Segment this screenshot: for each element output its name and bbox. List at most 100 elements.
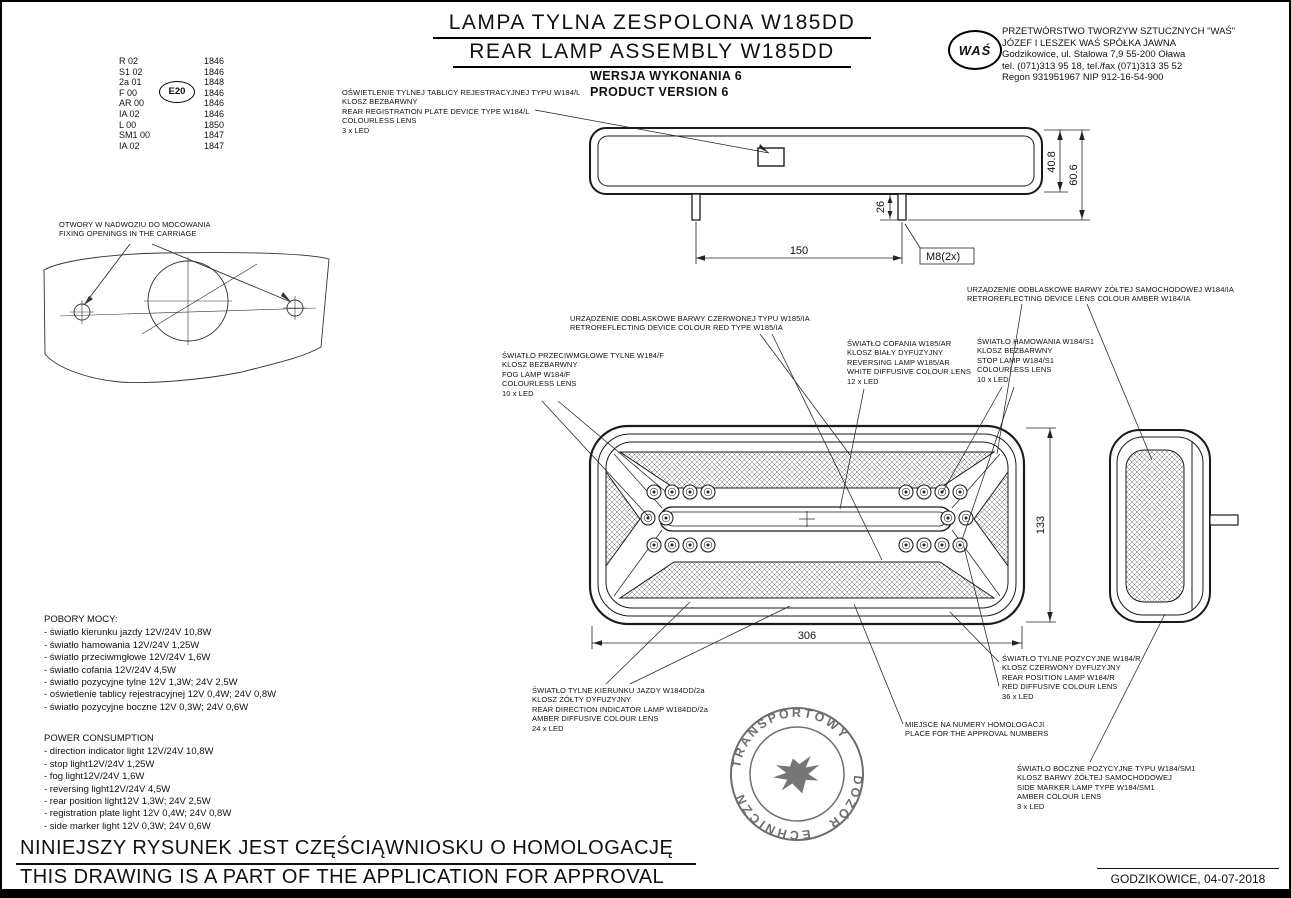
text-line: 10 x LED — [502, 388, 534, 398]
text-line: AR 00 — [119, 98, 145, 109]
text-line: URZĄDZENIE ODBLASKOWE BARWY CZERWONEJ TY… — [570, 314, 810, 323]
text-line: KLOSZ BARWY ŻÓŁTEJ SAMOCHODOWEJ — [1017, 773, 1172, 783]
version-block: WERSJA WYKONANIA 6 PRODUCT VERSION 6 — [590, 69, 742, 100]
text-line: ŚWIATŁO BOCZNE POZYCYJNE TYPU W184/SM1 — [1017, 764, 1196, 773]
text-line: STOP LAMP W184/S1 — [977, 355, 1055, 365]
text-line: F 00 — [119, 87, 138, 98]
text-line: 1847 — [204, 140, 225, 151]
side-reflector — [1125, 449, 1185, 603]
text-line: ŚWIATŁO PRZECIWMGŁOWE TYLNE W184/F — [502, 351, 664, 360]
text-line: - registration plate light 12V 0,4W; 24V… — [44, 808, 232, 820]
text-line: RED DIFFUSIVE COLOUR LENS — [1002, 682, 1118, 692]
text-line: KLOSZ BIAŁY DYFUZYJNY — [847, 348, 944, 358]
text-line: JÓZEF I LESZEK WAŚ SPÓŁKA JAWNA — [1002, 37, 1177, 49]
top-view — [589, 127, 1043, 221]
top-reflector-band — [618, 451, 996, 489]
text-line: 1850 — [204, 119, 225, 130]
power-header-en: POWER CONSUMPTION — [44, 733, 154, 744]
text-line: OTWORY W NADWOZIU DO MOCOWANIA — [59, 220, 211, 229]
text-line: 24 x LED — [532, 723, 564, 733]
text-line: REVERSING LAMP W185/AR — [847, 357, 950, 367]
text-line: - side marker light 12V 0,3W; 24V 0,6W — [44, 820, 211, 832]
text-line: R 02 — [119, 56, 139, 66]
front-view — [588, 424, 1026, 626]
company-logo: WAŚ — [948, 30, 1002, 70]
leader-lines — [534, 109, 1166, 763]
title-block: LAMPA TYLNA ZESPOLONA W185DD REAR LAMP A… — [332, 10, 972, 68]
text-line: ŚWIATŁO HAMOWANIA W184/S1 — [977, 337, 1095, 346]
text-line: KLOSZ ŻÓŁTY DYFUZYJNY — [532, 695, 632, 705]
dim-stud-length: 26 — [875, 201, 887, 213]
text-line: ŚWIATŁO COFANIA W185/AR — [847, 339, 952, 348]
text-line: MIEJSCE NA NUMERY HOMOLOGACJI — [905, 720, 1045, 729]
text-line: Godzikowice, ul. Stalowa 7,9 55-200 Oław… — [1002, 49, 1186, 61]
stamp-word-2: DOZÓR — [815, 771, 877, 833]
text-line: - direction indicator light 12V/24V 10,8… — [44, 746, 214, 758]
text-line: FIXING OPENINGS IN THE CARRIAGE — [59, 229, 197, 239]
text-line: PLACE FOR THE APPROVAL NUMBERS — [905, 729, 1049, 739]
dim-depth: 40.8 — [1046, 151, 1058, 172]
dim-thread: M8(2x) — [926, 251, 960, 263]
text-line: URZĄDZENIE ODBLASKOWE BARWY ŻÓŁTEJ SAMOC… — [967, 285, 1234, 294]
text-line: ŚWIATŁO TYLNE POZYCYJNE W184/R — [1002, 654, 1141, 663]
left-led-cluster — [640, 484, 716, 553]
text-line: RETROREFLECTING DEVICE COLOUR RED TYPE W… — [570, 323, 783, 333]
power-consumption-pl: POBORY MOCY: - światło kierunku jazdy 12… — [44, 614, 276, 714]
e-mark-badge: E20 — [159, 81, 195, 103]
text-line: - światło kierunku jazdy 12V/24V 10,8W — [44, 627, 212, 639]
label-retroreflector-amber: URZĄDZENIE ODBLASKOWE BARWY ŻÓŁTEJ SAMOC… — [967, 285, 1234, 304]
page-title-en: REAR LAMP ASSEMBLY W185DD — [453, 39, 851, 68]
right-end-reflector — [973, 470, 1009, 568]
text-line: 10 x LED — [977, 374, 1009, 384]
text-line: 1846 — [204, 87, 225, 98]
text-line: COLOURLESS LENS — [977, 365, 1052, 375]
text-line: - światło przeciwmgłowe 12V/24V 1,6W — [44, 652, 211, 664]
text-line: - światło cofania 12V/24V 4,5W — [44, 664, 177, 676]
side-stud — [1209, 514, 1239, 526]
power-items-en: - direction indicator light 12V/24V 10,8… — [44, 746, 231, 833]
text-line: REAR POSITION LAMP W184/R — [1002, 672, 1115, 682]
text-line: 3 x LED — [342, 125, 370, 135]
label-retroreflector-red: URZĄDZENIE ODBLASKOWE BARWY CZERWONEJ TY… — [570, 314, 810, 333]
text-line: REAR REGISTRATION PLATE DEVICE TYPE W184… — [342, 106, 530, 116]
place-and-date: GODZIKOWICE, 04-07-2018 — [1097, 868, 1279, 886]
text-line: - stop light12V/24V 1,25W — [44, 758, 155, 770]
page-title-pl: LAMPA TYLNA ZESPOLONA W185DD — [432, 10, 872, 39]
text-line: AMBER DIFFUSIVE COLOUR LENS — [532, 714, 659, 724]
bottom-reflector-band — [618, 561, 996, 599]
text-line: 3 x LED — [1017, 801, 1045, 811]
text-line: 1846 — [204, 108, 225, 119]
text-line: OŚWIETLENIE TYLNEJ TABLICY REJESTRACYJNE… — [342, 88, 581, 97]
company-info: PRZETWÓRSTWO TWORZYW SZTUCZNYCH "WAŚ"JÓZ… — [1002, 26, 1287, 84]
text-line: - światło hamowania 12V/24V 1,25W — [44, 639, 200, 651]
approval-statement: NINIEJSZY RYSUNEK JEST CZĘŚCIĄWNIOSKU O … — [16, 836, 696, 894]
version-pl: WERSJA WYKONANIA 6 — [590, 69, 743, 83]
svg-text:DOZÓR: DOZÓR — [815, 771, 877, 833]
text-line: - fog light12V/24V 1,6W — [44, 771, 145, 783]
text-line: 1848 — [204, 77, 225, 88]
label-registration-plate: OŚWIETLENIE TYLNEJ TABLICY REJESTRACYJNE… — [342, 88, 580, 135]
power-items-pl: - światło kierunku jazdy 12V/24V 10,8W- … — [44, 627, 276, 714]
text-line: Regon 931951967 NIP 912-16-54-900 — [1002, 72, 1164, 84]
text-line: WHITE DIFFUSIVE COLOUR LENS — [847, 367, 971, 377]
dimension-lines — [591, 129, 1090, 649]
power-consumption-en: POWER CONSUMPTION - direction indicator … — [44, 733, 231, 833]
svg-text:TRANSPORTOWY: TRANSPORTOWY — [718, 692, 853, 772]
text-line: 1846 — [204, 56, 225, 66]
version-en: PRODUCT VERSION 6 — [590, 84, 729, 99]
statement-pl: NINIEJSZY RYSUNEK JEST CZĘŚCIĄWNIOSKU O … — [16, 836, 696, 865]
right-led-cluster — [898, 484, 974, 553]
text-line: AMBER COLOUR LENS — [1017, 792, 1102, 802]
eagle-emblem — [773, 755, 820, 794]
text-line: ŚWIATŁO TYLNE KIERUNKU JAZDY W184DD/2a — [532, 686, 705, 695]
text-line: REAR DIRECTION INDICATOR LAMP W184DD/2a — [532, 704, 709, 714]
registration-window — [757, 147, 785, 167]
